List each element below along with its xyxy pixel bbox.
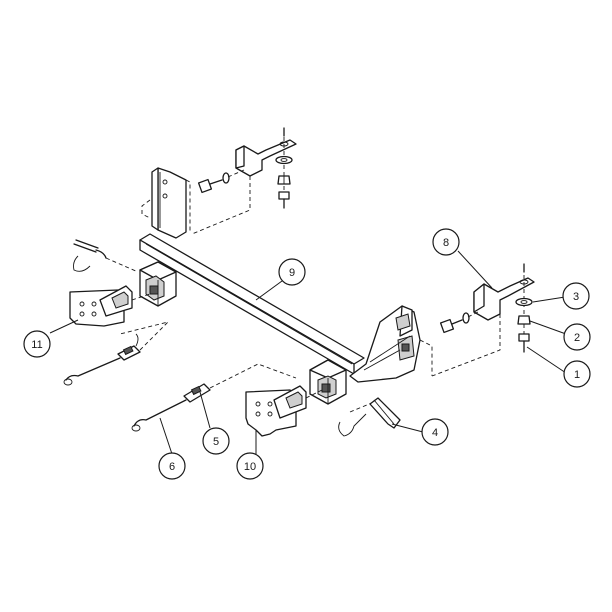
right-bolt-hardware — [515, 263, 533, 353]
left-safety-cable-upper — [73, 239, 139, 273]
callout-4-label: 4 — [432, 427, 438, 439]
callout-2: 2 — [563, 323, 591, 351]
left-side-plate — [141, 167, 191, 239]
callout-1: 1 — [563, 360, 591, 388]
main-crossbar — [139, 233, 365, 375]
horizontal-bolt-left — [197, 169, 245, 194]
callout-8: 8 — [432, 228, 460, 256]
callout-9: 9 — [278, 258, 306, 286]
left-safety-cable-lower — [63, 321, 170, 386]
callout-11: 11 — [23, 330, 51, 358]
upper-frame-bracket — [235, 139, 297, 177]
mounting-plate-10 — [245, 385, 323, 437]
horizontal-bolt-right — [439, 311, 479, 334]
callout-3-label: 3 — [573, 291, 579, 303]
left-receiver-block — [139, 261, 177, 307]
callout-5: 5 — [202, 427, 230, 455]
callout-6: 6 — [158, 452, 186, 480]
guide-line-right — [431, 314, 501, 377]
callout-2-label: 2 — [574, 332, 580, 344]
hitch-pin-4 — [338, 397, 401, 437]
callout-10-label: 10 — [244, 461, 256, 473]
upper-bolt-hardware — [275, 127, 293, 209]
callout-6-label: 6 — [169, 461, 175, 473]
callout-10: 10 — [236, 452, 264, 480]
callout-5-label: 5 — [213, 436, 219, 448]
right-side-plate — [349, 305, 433, 383]
right-frame-bracket — [473, 277, 535, 321]
mounting-plate-11 — [69, 285, 151, 327]
callout-8-label: 8 — [443, 237, 449, 249]
right-receiver-block — [309, 359, 347, 405]
callout-9-label: 9 — [289, 267, 295, 279]
leader-lines — [49, 250, 567, 455]
callout-4: 4 — [421, 418, 449, 446]
safety-cable-5-6 — [131, 363, 297, 432]
callout-3: 3 — [562, 282, 590, 310]
callout-1-label: 1 — [574, 369, 580, 381]
callout-11-label: 11 — [31, 339, 42, 351]
